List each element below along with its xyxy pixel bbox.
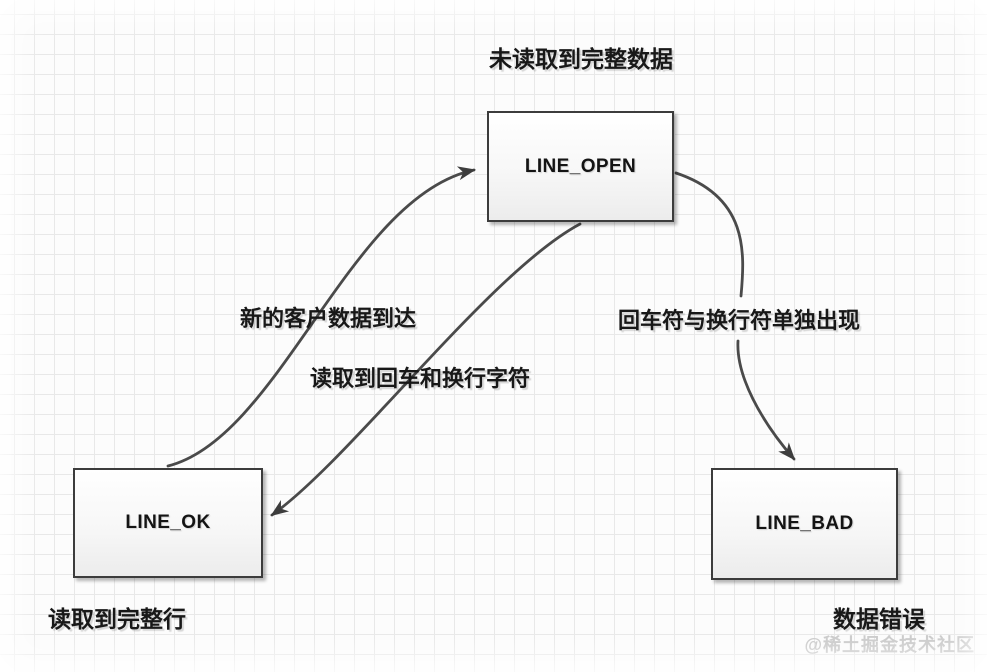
state-box-line-ok: LINE_OK: [73, 468, 263, 578]
state-label-line-open: LINE_OPEN: [524, 155, 637, 177]
transition-arrow-crlf-alone-upper: [674, 171, 745, 298]
note-incomplete-data: 未读取到完整数据: [489, 47, 673, 72]
transition-arrow-crlf-alone-lower: [736, 339, 796, 461]
edge-label-read-crlf: 读取到回车和换行字符: [309, 366, 531, 391]
state-label-line-bad: LINE_BAD: [755, 513, 854, 534]
transition-arrow-new-data: [166, 166, 476, 468]
state-box-line-open: LINE_OPEN: [487, 111, 674, 222]
transition-arrow-read-crlf: [270, 222, 582, 517]
state-label-line-ok: LINE_OK: [125, 512, 211, 533]
edge-label-new-data: 新的客户数据到达: [239, 306, 417, 331]
edge-label-crlf-alone: 回车符与换行符单独出现: [617, 308, 861, 333]
note-data-error: 数据错误: [833, 607, 925, 632]
note-complete-line: 读取到完整行: [48, 607, 186, 632]
watermark-juejin: @稀土掘金技术社区: [804, 635, 975, 655]
state-box-line-bad: LINE_BAD: [711, 468, 898, 580]
